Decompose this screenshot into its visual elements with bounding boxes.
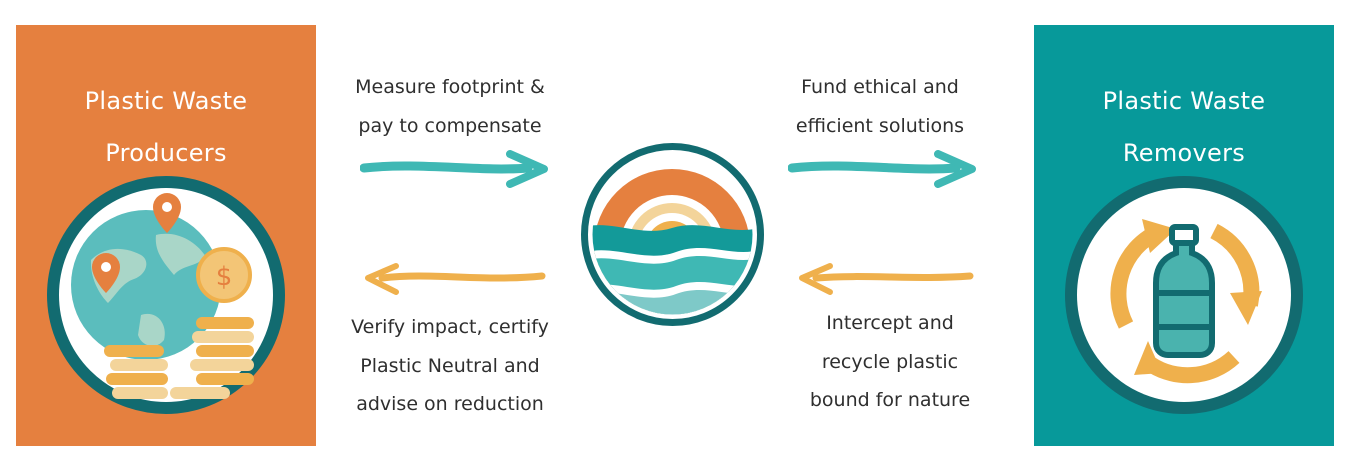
arrow-right-fund-icon bbox=[788, 150, 976, 188]
sun-over-waves-logo bbox=[581, 143, 764, 326]
arrow-left-intercept-icon bbox=[799, 263, 974, 295]
svg-text:$: $ bbox=[216, 262, 233, 292]
producers-title: Plastic Waste Producers bbox=[84, 87, 248, 167]
measure-footprint-text: Measure footprint & pay to compensate bbox=[355, 76, 545, 137]
globe-with-coins-icon: $ bbox=[47, 176, 285, 414]
producers-panel: Plastic Waste Producers $ bbox=[16, 25, 316, 446]
removers-panel: Plastic Waste Removers bbox=[1034, 25, 1334, 446]
bottle-recycle-icon bbox=[1065, 176, 1303, 414]
removers-title: Plastic Waste Removers bbox=[1102, 87, 1266, 167]
arrow-right-measure-icon bbox=[360, 150, 548, 188]
intercept-recycle-text: Intercept and recycle plastic bound for … bbox=[809, 312, 971, 411]
fund-solutions-text: Fund ethical and efficient solutions bbox=[795, 76, 965, 137]
arrow-left-verify-icon bbox=[365, 263, 546, 295]
verify-impact-text: Verify impact, certify Plastic Neutral a… bbox=[351, 316, 549, 415]
